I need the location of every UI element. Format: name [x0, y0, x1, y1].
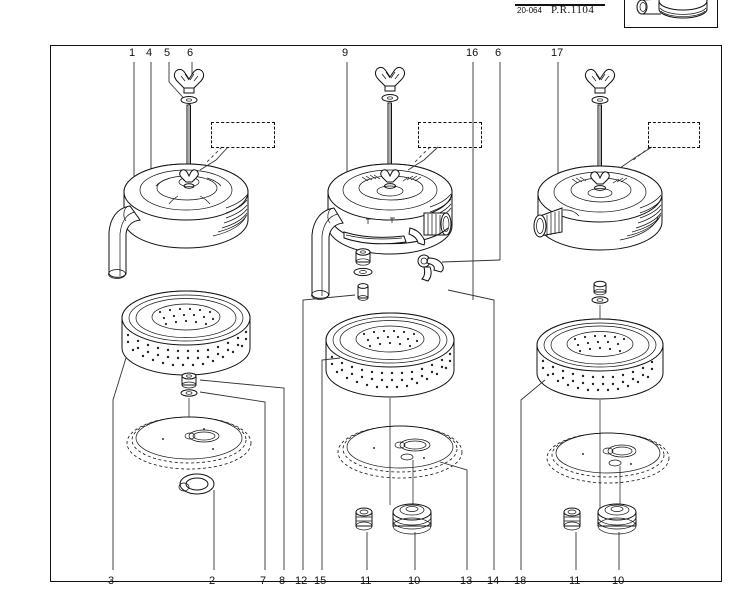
callout-top-9: 9 [342, 47, 349, 59]
label-box-right[interactable] [648, 122, 700, 148]
callout-bottom-14: 14 [487, 575, 500, 587]
callout-bottom-8: 8 [279, 575, 286, 587]
catalog-header: 20-064 P.R.1104 [0, 0, 741, 40]
air-cleaner-thumbnail-icon [636, 0, 708, 19]
label-box-center[interactable] [418, 122, 482, 148]
catalog-code: 20-064 [517, 6, 542, 15]
callout-bottom-7: 7 [260, 575, 267, 587]
callout-bottom-12: 12 [295, 575, 308, 587]
air-cleaner-thumbnail-box [624, 0, 718, 28]
callout-bottom-13: 13 [460, 575, 473, 587]
callout-top-5: 5 [164, 47, 171, 59]
callout-bottom-15: 15 [314, 575, 327, 587]
callout-bottom-11b: 11 [569, 575, 581, 587]
callout-top-1: 1 [129, 47, 136, 59]
header-rule [515, 4, 605, 6]
callout-bottom-2: 2 [209, 575, 216, 587]
label-box-left[interactable] [211, 122, 275, 148]
callout-bottom-10b: 10 [612, 575, 625, 587]
callout-top-4: 4 [146, 47, 153, 59]
callout-bottom-11: 11 [360, 575, 372, 587]
callout-bottom-18: 18 [514, 575, 527, 587]
callout-bottom-10: 10 [408, 575, 421, 587]
diagram-frame [50, 45, 722, 582]
callout-top-6: 6 [187, 47, 194, 59]
callout-top-17: 17 [551, 47, 564, 59]
part-reference: P.R.1104 [551, 4, 595, 16]
callout-top-16: 16 [466, 47, 479, 59]
callout-bottom-3: 3 [108, 575, 115, 587]
callout-top-6b: 6 [495, 47, 502, 59]
